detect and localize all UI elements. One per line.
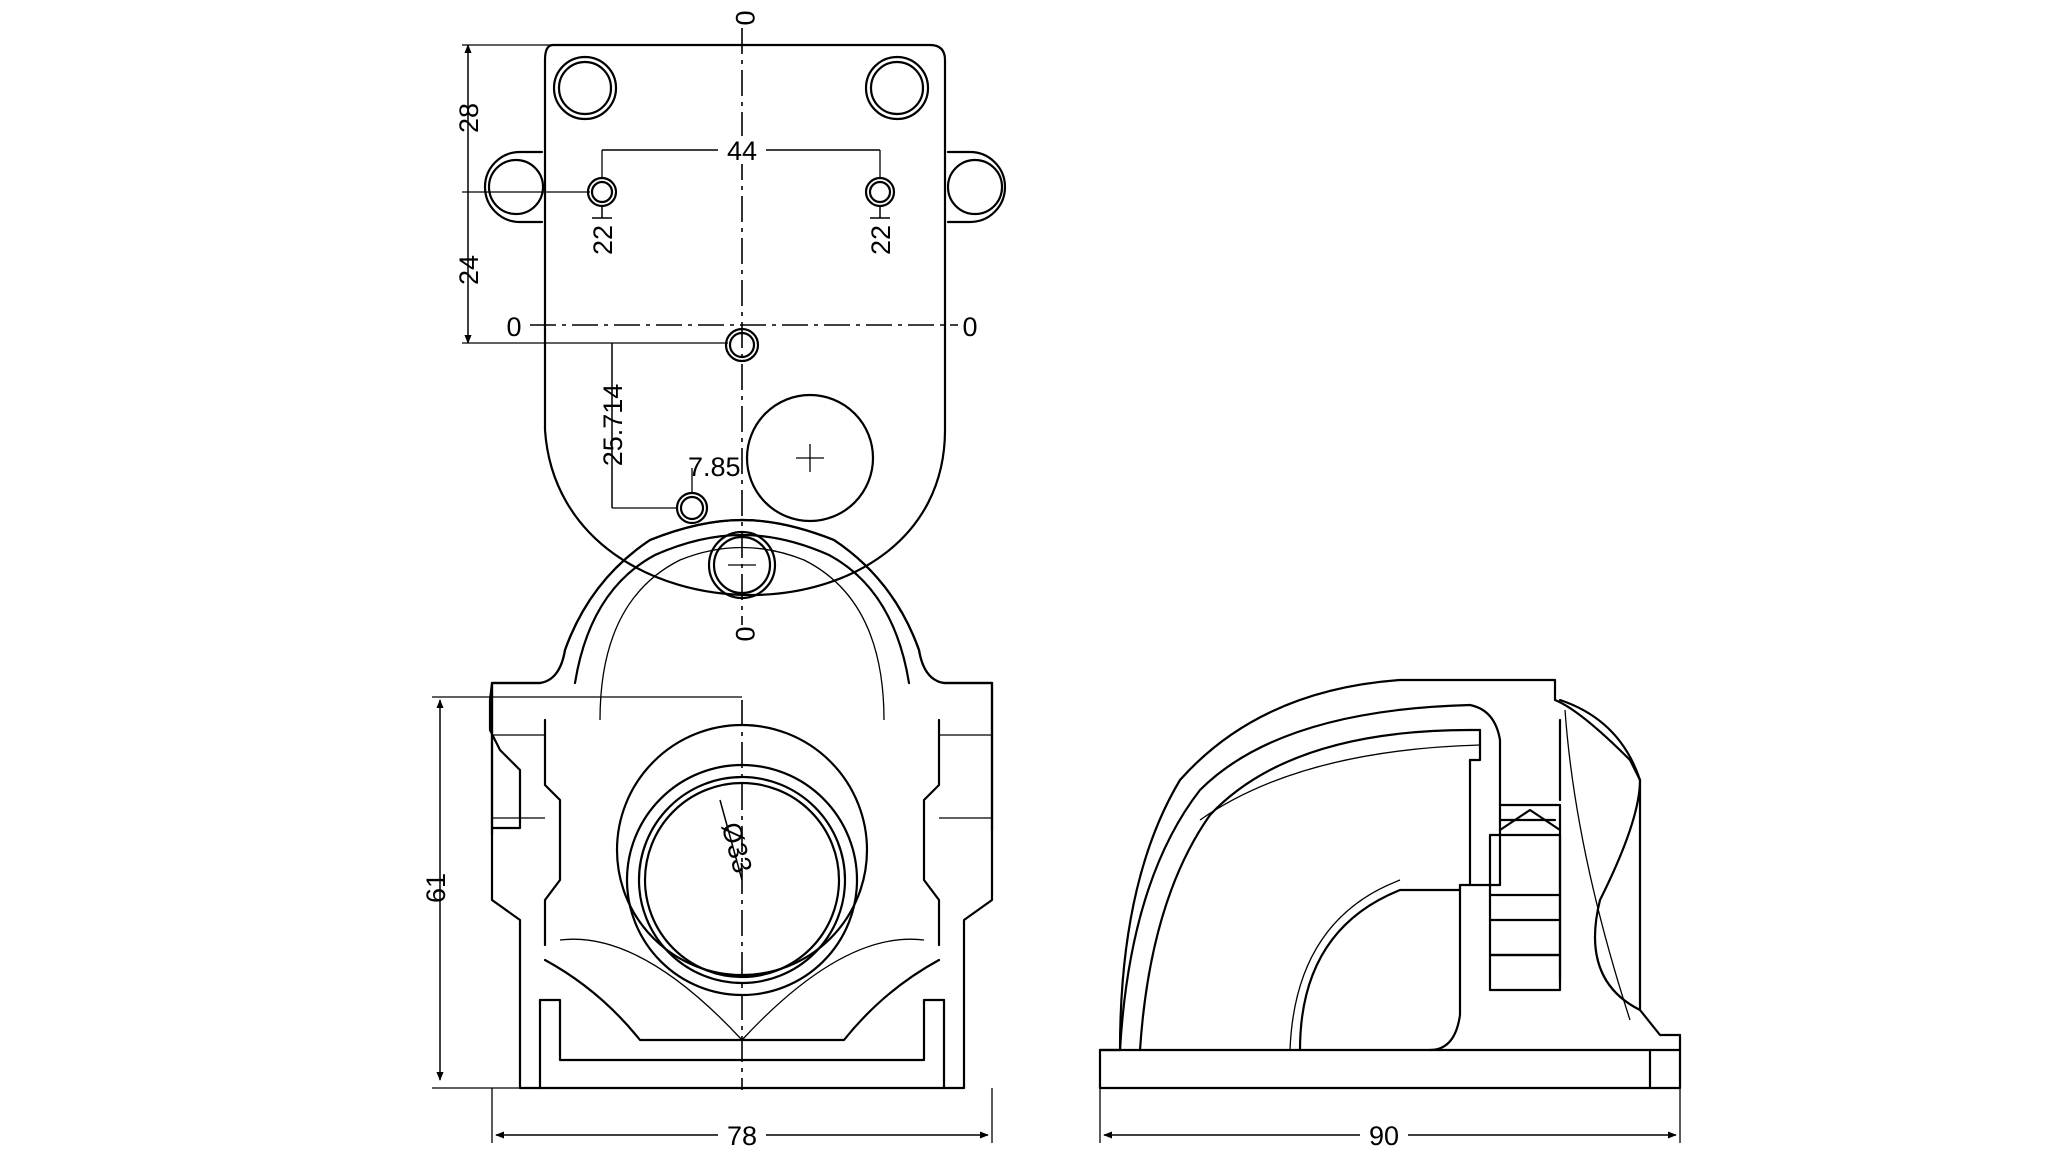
dim-hole-spacing: 44 xyxy=(727,136,757,166)
dim-mid-height: 24 xyxy=(454,255,484,285)
right-ear xyxy=(946,150,1007,224)
dim-front-width: 78 xyxy=(727,1121,757,1151)
dim-lower-hole-vertical: 25.714 xyxy=(598,384,628,467)
axis-label-left: 0 xyxy=(506,312,521,342)
mount-hole-top-left xyxy=(552,55,618,121)
front-view-outline xyxy=(488,518,994,836)
dim-top-height: 28 xyxy=(454,103,484,133)
side-view: 90 xyxy=(1098,678,1682,1151)
axis-label-top: 0 xyxy=(730,10,760,25)
dim-lens-diameter: Ø33 xyxy=(716,819,758,876)
top-view-outline xyxy=(543,43,947,596)
axis-label-right: 0 xyxy=(962,312,977,342)
dim-right-hole-offset: 22 xyxy=(866,225,896,255)
top-view: 0 0 0 0 28 24 44 22 22 25.714 7.85 xyxy=(454,10,1007,642)
dim-front-height: 61 xyxy=(421,873,451,903)
dim-side-width: 90 xyxy=(1369,1121,1399,1151)
dim-lower-hole-horizontal: 7.85 xyxy=(688,452,741,482)
mount-hole-top-right xyxy=(864,55,930,121)
dim-left-hole-offset: 22 xyxy=(588,225,618,255)
side-view-outline xyxy=(1098,678,1682,1090)
axis-label-bottom: 0 xyxy=(730,626,760,641)
left-ear xyxy=(483,150,544,224)
lens-opening xyxy=(745,393,875,523)
front-view: Ø33 61 78 xyxy=(421,518,994,1151)
